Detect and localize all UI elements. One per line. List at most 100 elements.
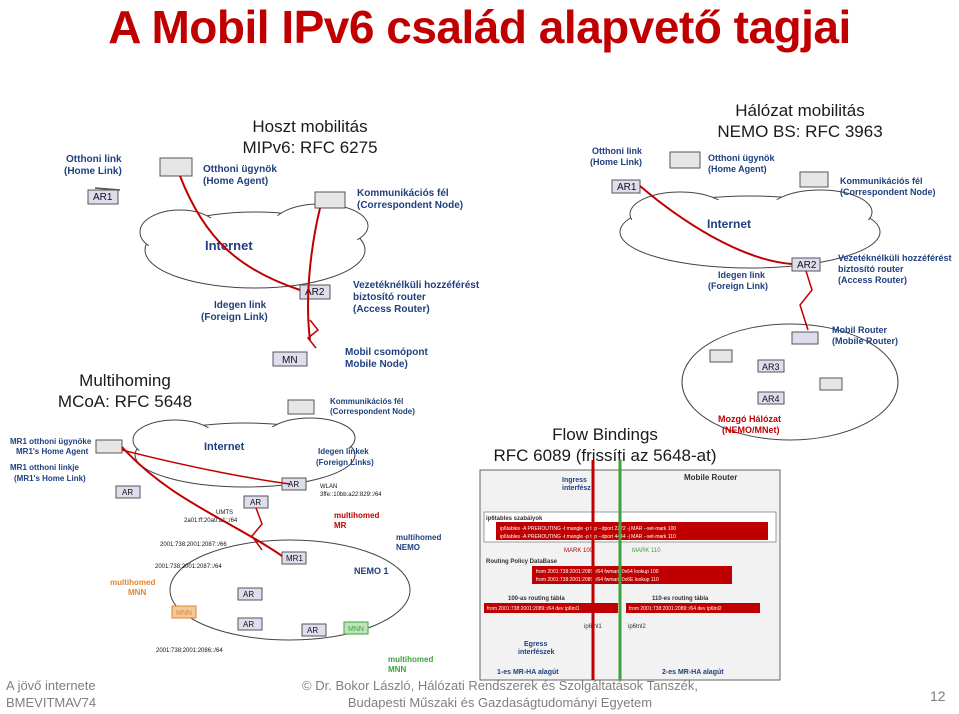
host-home-link-label: Otthoni link — [66, 154, 122, 165]
footer-left: A jövő internete BMEVITMAV74 — [6, 677, 96, 711]
svg-text:(Access Router): (Access Router) — [353, 304, 430, 315]
svg-text:MNN: MNN — [388, 665, 406, 674]
svg-text:Internet: Internet — [707, 217, 751, 231]
svg-text:Otthoni link: Otthoni link — [592, 146, 643, 156]
svg-text:multihomed: multihomed — [388, 655, 433, 664]
svg-text:MR1 otthoni ügynöke: MR1 otthoni ügynöke — [10, 437, 92, 446]
svg-text:AR: AR — [243, 620, 254, 629]
fb-tunnel2-label: 2-es MR-HA alagút — [662, 669, 724, 676]
host-ar1: AR1 — [93, 192, 113, 203]
svg-text:ip6tnl2: ip6tnl2 — [628, 624, 646, 630]
nemo-internet-cloud: Internet — [619, 189, 881, 269]
svg-text:from 2001:738:2001:2089::/64 d: from 2001:738:2001:2089::/64 dev ip6tnl1 — [487, 606, 580, 612]
host-mobility-caption: Hoszt mobilitás MIPv6: RFC 6275 — [215, 116, 405, 158]
svg-text:NEMO: NEMO — [396, 543, 420, 552]
svg-text:from 2001:738:2001:2089::/64 f: from 2001:738:2001:2089::/64 fwmark 0x6E… — [536, 577, 659, 583]
svg-text:interfész: interfész — [562, 485, 591, 492]
svg-text:MN: MN — [282, 355, 298, 366]
svg-text:(Correspondent Node): (Correspondent Node) — [840, 187, 936, 197]
svg-text:110-es routing tábla: 110-es routing tábla — [652, 596, 709, 602]
svg-text:AR: AR — [243, 590, 254, 599]
host-internet-cloud: Internet — [139, 203, 369, 289]
svg-text:Mobile Router: Mobile Router — [684, 473, 737, 482]
svg-text:multihomed: multihomed — [334, 511, 379, 520]
svg-text:Mobil csomópont: Mobil csomópont — [345, 347, 428, 358]
svg-text:(Mobile Router): (Mobile Router) — [832, 336, 898, 346]
svg-text:AR: AR — [122, 488, 133, 497]
nemo-moving-network-cloud: AR3 AR4 Mozgó Hálózat (NEMO/MNet) — [681, 323, 899, 441]
svg-text:AR: AR — [307, 626, 318, 635]
multihoming-caption-line1: Multihoming — [79, 371, 171, 390]
host-home-link-en: (Home Link) — [64, 166, 122, 177]
svg-text:3ffe::10bb:a22:829::/64: 3ffe::10bb:a22:829::/64 — [320, 492, 382, 498]
svg-text:Otthoni ügynök: Otthoni ügynök — [708, 153, 775, 163]
nemo-tunnel-line — [639, 185, 793, 265]
host-mobility-caption-line1: Hoszt mobilitás — [252, 117, 368, 136]
svg-text:Kommunikációs fél: Kommunikációs fél — [330, 397, 403, 406]
footer-university: Budapesti Műszaki és Gazdaságtudományi E… — [347, 695, 653, 710]
svg-text:MR1's Home Agent: MR1's Home Agent — [16, 447, 89, 456]
footer-copyright: © Dr. Bokor László, Hálózati Rendszerek … — [302, 678, 698, 693]
footer-course-name: A jövő internete — [6, 678, 96, 693]
multihoming-caption: Multihoming MCoA: RFC 5648 — [45, 370, 205, 412]
network-mobility-caption-line2: NEMO BS: RFC 3963 — [717, 122, 883, 141]
svg-text:AR2: AR2 — [797, 260, 817, 271]
svg-text:biztosító router: biztosító router — [353, 292, 426, 303]
nemo-home-link: AR1 Otthoni link (Home Link) — [590, 146, 643, 194]
footer-center: © Dr. Bokor László, Hálózati Rendszerek … — [250, 677, 750, 711]
network-mobility-caption: Hálózat mobilitás NEMO BS: RFC 3963 — [700, 100, 900, 142]
host-home-link: AR1 Otthoni link (Home Link) — [64, 154, 122, 205]
nemo-wireless-bolt — [799, 270, 813, 331]
svg-text:Idegen link: Idegen link — [718, 270, 766, 280]
mh-nemo1-cloud: 2001:738:2001:2087::/66 2001:738:2001:20… — [110, 533, 441, 674]
svg-text:ip6tables -A PREROUTING -t man: ip6tables -A PREROUTING -t mangle -p tcp… — [500, 534, 676, 540]
svg-text:Routing Policy DataBase: Routing Policy DataBase — [486, 559, 558, 565]
flow-bindings-caption-line2: RFC 6089 (frissíti az 5648-at) — [493, 446, 717, 465]
svg-text:multihomed: multihomed — [396, 533, 441, 542]
svg-text:MR: MR — [334, 521, 347, 530]
slide-title: A Mobil IPv6 család alapvető tagjai — [108, 1, 851, 53]
mh-tunnel-line1 — [121, 446, 283, 557]
mh-wireless-bolt — [251, 507, 263, 551]
svg-text:from 2001:738:2001:2089::/64 f: from 2001:738:2001:2089::/64 fwmark 0x64… — [536, 569, 659, 575]
host-internet-label: Internet — [205, 238, 253, 253]
svg-text:Vezetéknélküli hozzéférést: Vezetéknélküli hozzéférést — [353, 280, 480, 291]
nemo-mobile-router: Mobil Router (Mobile Router) — [791, 325, 898, 346]
svg-text:Egress: Egress — [524, 641, 547, 648]
svg-text:Otthoni ügynök: Otthoni ügynök — [203, 164, 277, 175]
svg-text:MARK 110: MARK 110 — [632, 548, 661, 554]
svg-text:(Correspondent Node): (Correspondent Node) — [357, 200, 463, 211]
svg-text:multihomed: multihomed — [110, 578, 155, 587]
footer-course-code: BMEVITMAV74 — [6, 695, 97, 710]
svg-text:(Home Agent): (Home Agent) — [708, 164, 767, 174]
svg-text:MNN: MNN — [176, 610, 192, 617]
nemo-foreign-link: AR2 Idegen link (Foreign Link) Vezetékné… — [708, 253, 952, 291]
fb-mobile-router-box: Ingress interfész Mobile Router ip6table… — [479, 469, 781, 681]
svg-text:100-as routing tábla: 100-as routing tábla — [508, 596, 565, 602]
mh-tunnel-line2 — [121, 449, 291, 485]
svg-text:WLAN: WLAN — [320, 484, 337, 490]
svg-text:(Foreign Link): (Foreign Link) — [201, 312, 268, 323]
svg-text:(MR1's Home Link): (MR1's Home Link) — [14, 474, 86, 483]
svg-text:2001:738:2001:2087::/64: 2001:738:2001:2087::/64 — [155, 564, 222, 570]
svg-text:(NEMO/MNet): (NEMO/MNet) — [722, 425, 780, 435]
svg-text:2a01:ff:20a0:a1::/64: 2a01:ff:20a0:a1::/64 — [184, 518, 238, 524]
host-tunnel-line — [179, 175, 301, 291]
svg-text:Mobil Router: Mobil Router — [832, 325, 887, 335]
svg-text:MNN: MNN — [348, 626, 364, 633]
svg-text:(Home Agent): (Home Agent) — [203, 176, 268, 187]
svg-text:AR: AR — [288, 480, 299, 489]
flow-bindings-caption-line1: Flow Bindings — [552, 425, 658, 444]
host-cn-line — [307, 207, 321, 341]
svg-text:interfészek: interfészek — [518, 649, 555, 656]
svg-text:from 2001:738:2001:2089::/64 d: from 2001:738:2001:2089::/64 dev ip6tnl2 — [629, 606, 722, 612]
svg-text:2001:738:2001:2087::/66: 2001:738:2001:2087::/66 — [160, 542, 227, 548]
mh-internet-cloud: Internet — [132, 417, 356, 488]
svg-text:UMTS: UMTS — [216, 510, 233, 516]
flow-bindings-caption: Flow Bindings RFC 6089 (frissíti az 5648… — [470, 424, 740, 466]
mh-correspondent-node: Kommunikációs fél (Correspondent Node) I… — [287, 397, 415, 467]
svg-text:(Correspondent Node): (Correspondent Node) — [330, 407, 415, 416]
fb-tunnel1-label: 1-es MR-HA alagút — [497, 669, 559, 676]
